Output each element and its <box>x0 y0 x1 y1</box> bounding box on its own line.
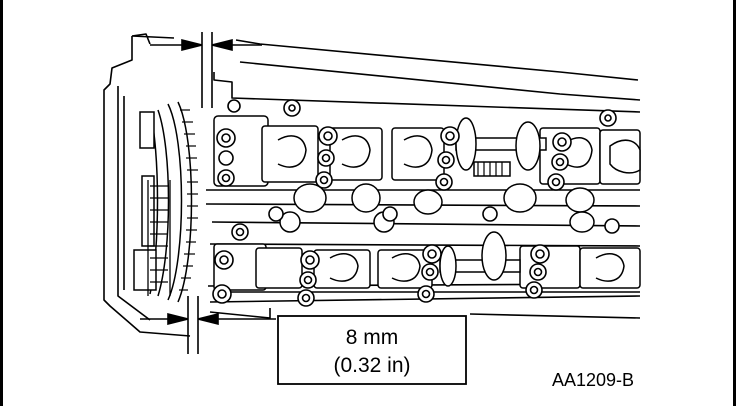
timing-chain <box>147 180 171 296</box>
top-dimension <box>150 32 262 108</box>
measurement-imperial: (0.32 in) <box>333 354 410 377</box>
sprocket-teeth <box>179 109 198 291</box>
upper-bolts <box>216 99 617 191</box>
measurement-callout-box <box>277 315 467 385</box>
upper-camshaft <box>455 117 641 177</box>
lower-camshaft <box>439 231 521 287</box>
figure-id: AA1209-B <box>552 370 634 390</box>
middle-rail-lobes <box>279 183 595 233</box>
cam-sprocket <box>133 101 198 303</box>
valve-spring <box>477 162 503 176</box>
bottom-dimension <box>140 296 276 354</box>
lower-bolts <box>212 206 620 307</box>
measurement-metric: 8 mm <box>346 326 399 349</box>
